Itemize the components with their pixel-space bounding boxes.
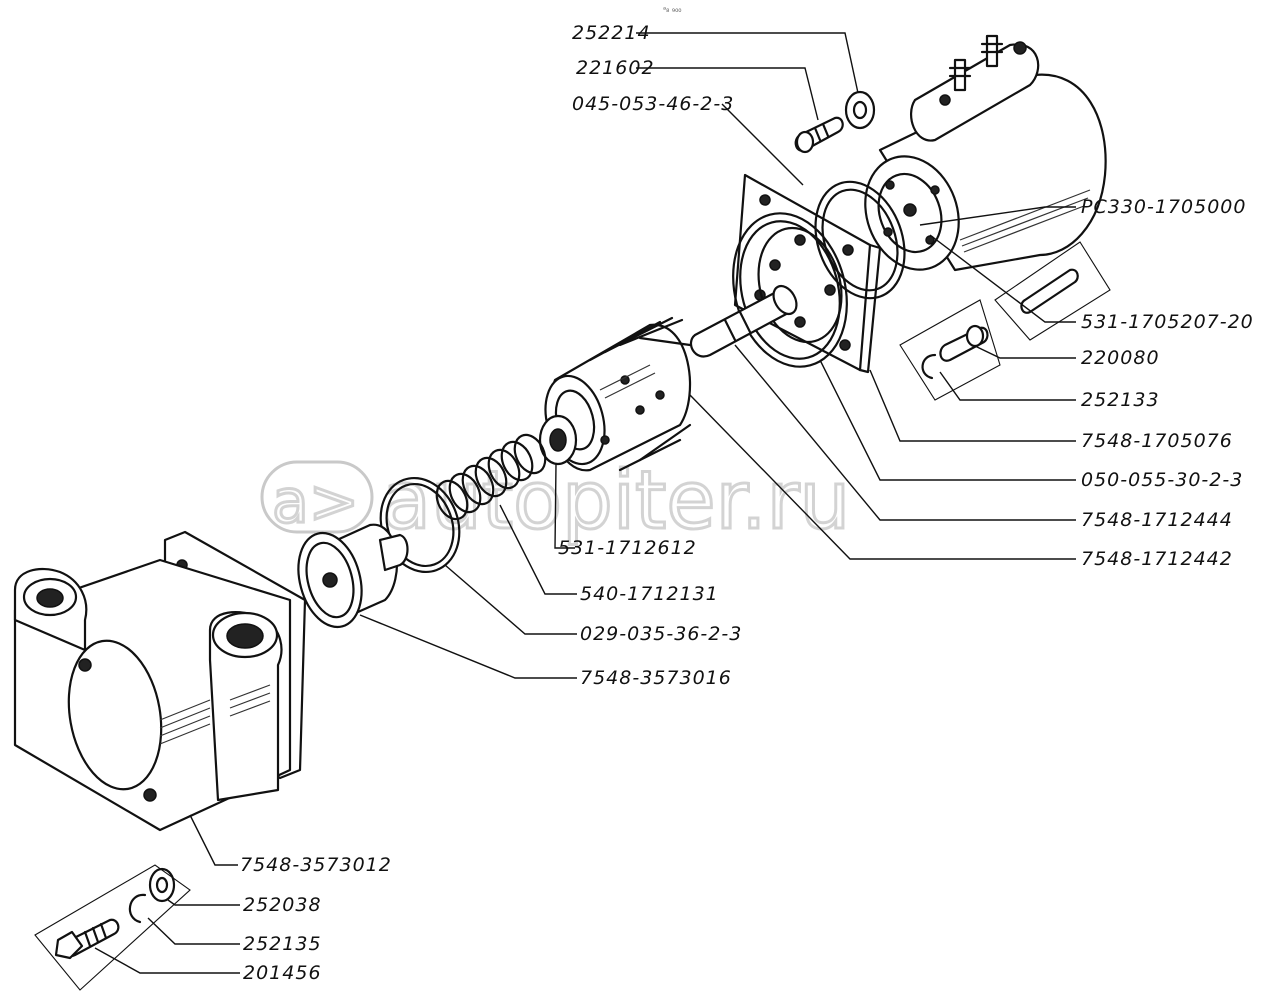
housing-part — [13, 530, 307, 832]
label-7548-1712442: 7548-1712442 — [1081, 548, 1233, 570]
label-531-1712612: 531-1712612 — [558, 537, 697, 559]
label-252214: 252214 — [572, 22, 651, 44]
large-o-ring-part — [732, 212, 848, 368]
shaft-part — [689, 284, 798, 358]
part-labels: 252214 221602 045-053-46-2-3 PC330-17050… — [240, 22, 1254, 984]
spring-part — [435, 433, 547, 521]
washer-252038-part — [148, 867, 176, 903]
label-050-055-30-2-3: 050-055-30-2-3 — [1081, 469, 1243, 491]
solenoid-part — [864, 34, 1107, 272]
label-029-035-36-2-3: 029-035-36-2-3 — [580, 623, 742, 645]
label-045-053-46-2-3: 045-053-46-2-3 — [572, 93, 734, 115]
label-7548-1705076: 7548-1705076 — [1081, 430, 1233, 452]
label-252133: 252133 — [1081, 389, 1160, 411]
washer-252135-part — [128, 893, 147, 924]
washer-252214-part — [844, 90, 876, 130]
label-531-1705207-20: 531-1705207-20 — [1081, 311, 1254, 333]
screw-221602-part — [794, 116, 844, 154]
pin-part — [1020, 268, 1079, 314]
bolt-201456-part — [54, 918, 120, 960]
label-7548-3573016: 7548-3573016 — [580, 667, 732, 689]
bushing-part — [538, 414, 578, 466]
label-7548-1712444: 7548-1712444 — [1081, 509, 1233, 531]
screw-220080-frame — [899, 299, 1001, 401]
label-220080: 220080 — [1081, 347, 1160, 369]
autopiter-logo-icon: a> — [260, 460, 374, 539]
label-540-1712131: 540-1712131 — [580, 583, 719, 605]
label-221602: 221602 — [576, 57, 655, 79]
label-pc330-1705000: PC330-1705000 — [1081, 196, 1246, 218]
solenoid-o-ring-part — [814, 180, 906, 300]
label-252135: 252135 — [243, 933, 322, 955]
leader-lines — [94, 32, 1076, 974]
label-252038: 252038 — [243, 894, 322, 916]
screw-220080-part — [939, 324, 989, 362]
label-201456: 201456 — [243, 962, 322, 984]
bolt-callout-frame — [34, 864, 191, 991]
top-mark: ᵃ₈ ₉₀₀ — [663, 5, 682, 14]
pin-callout-frame — [994, 241, 1111, 341]
plug-part — [297, 523, 409, 629]
svg-text:a>: a> — [272, 467, 359, 537]
washer-252133-part — [921, 353, 937, 380]
label-7548-3573012: 7548-3573012 — [240, 854, 392, 876]
